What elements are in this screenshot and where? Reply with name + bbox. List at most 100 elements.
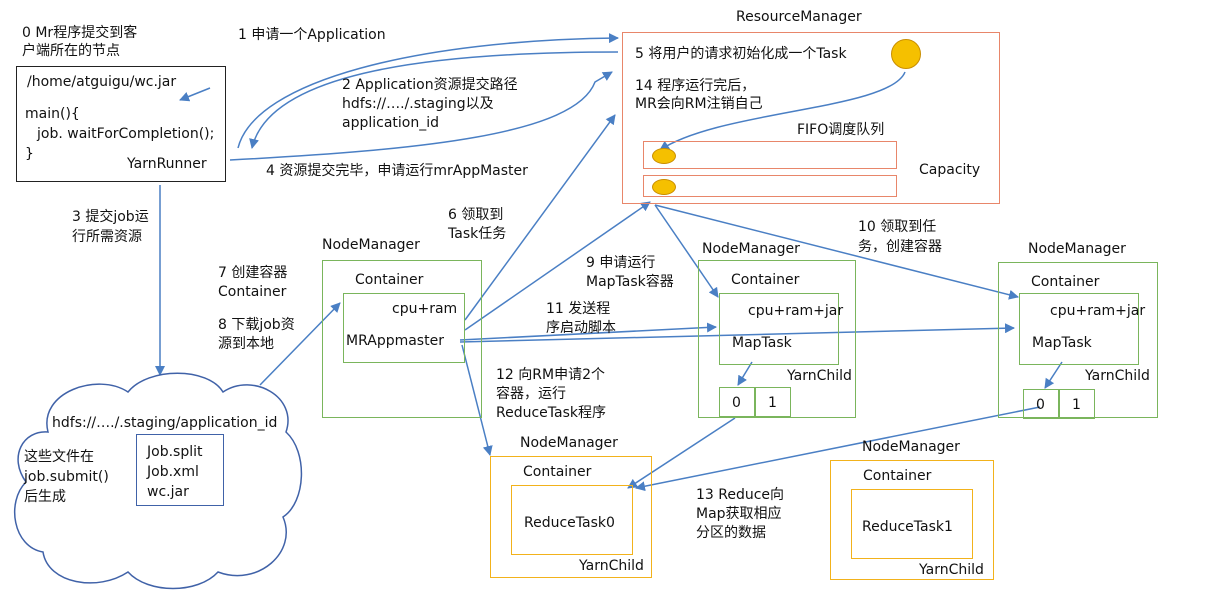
nodemanager-reduce0-title: NodeManager <box>520 435 618 451</box>
resource-cpu-ram-jar: cpu+ram+jar <box>748 303 844 319</box>
nodemanager-map1-title: NodeManager <box>702 241 800 257</box>
nodemanager-reduce0-box: Container ReduceTask0 YarnChild <box>490 456 652 578</box>
arrow-map1-partition <box>737 361 753 386</box>
resource-cpu-ram-jar: cpu+ram+jar <box>1050 303 1146 319</box>
client-title-line2: 户端所在的节点 <box>22 43 120 59</box>
code-wait-for-completion: job. waitForCompletion(); <box>37 126 215 142</box>
yarn-child-label: YarnChild <box>579 558 644 574</box>
partition-0: 0 <box>1023 389 1059 419</box>
partition-1: 1 <box>1059 389 1095 419</box>
nodemanager-app-box: Container cpu+ram MRAppmaster <box>322 260 482 418</box>
arrow-step11-map2 <box>459 323 1015 343</box>
hdfs-staging-path: hdfs://…./.staging/application_id <box>52 415 278 431</box>
step13-line3: 分区的数据 <box>696 525 766 541</box>
resource-manager-box: 5 将用户的请求初始化成一个Task 14 程序运行完后， MR会向RM注销自己… <box>622 32 1000 204</box>
step4-label: 4 资源提交完毕，申请运行mrAppMaster <box>266 163 528 179</box>
arrow-map2-partition <box>1044 361 1063 389</box>
arrow-step7 <box>259 302 341 386</box>
nodemanager-app-title: NodeManager <box>322 237 420 253</box>
file-wc-jar: wc.jar <box>147 484 189 500</box>
step10-line2: 务，创建容器 <box>858 239 942 255</box>
step13-line1: 13 Reduce向 <box>696 487 785 503</box>
partition-0-label: 0 <box>732 395 741 411</box>
partition-0-label: 0 <box>1036 397 1045 413</box>
arrow-step9 <box>464 201 651 331</box>
file-job-xml: Job.xml <box>147 464 199 480</box>
step7-line2: Container <box>218 284 287 300</box>
step10-line1: 10 领取到任 <box>858 219 937 235</box>
step2-line2: hdfs://…./.staging以及 <box>342 96 494 112</box>
partition-1-label: 1 <box>768 395 777 411</box>
arrow-step10-map2 <box>654 204 1019 300</box>
step3-line2: 行所需资源 <box>72 229 142 245</box>
code-main: main(){ <box>25 106 80 122</box>
step13-line2: Map获取相应 <box>696 506 782 522</box>
step11-line1: 11 发送程 <box>546 301 611 317</box>
step6-line1: 6 领取到 <box>448 207 504 223</box>
container-label: Container <box>355 272 424 288</box>
client-title-line1: 0 Mr程序提交到客 <box>22 25 138 41</box>
container-label: Container <box>731 272 800 288</box>
step9-line2: MapTask容器 <box>586 274 674 290</box>
client-code-box: /home/atguigu/wc.jar main(){ job. waitFo… <box>16 66 226 182</box>
step14-line2: MR会向RM注销自己 <box>635 96 763 112</box>
nodemanager-reduce1-title: NodeManager <box>862 439 960 455</box>
arrow-yarnrunner-jar <box>179 87 211 102</box>
step3-line1: 3 提交job运 <box>72 209 149 225</box>
arrow-step12 <box>461 344 493 456</box>
partition-1: 1 <box>755 387 791 417</box>
yarn-child-label: YarnChild <box>1085 368 1150 384</box>
arrow-step10-map1 <box>654 204 719 298</box>
arrow-step2 <box>249 51 619 149</box>
fifo-queue-slot-1 <box>643 141 897 169</box>
reduce-task-1: ReduceTask1 <box>862 519 953 535</box>
arrow-step4 <box>229 71 613 161</box>
container-reduce1-box: ReduceTask1 <box>851 489 973 559</box>
arrow-step13-from-map2 <box>635 406 1041 492</box>
fifo-queue-label: FIFO调度队列 <box>797 122 885 138</box>
step12-line2: 容器，运行 <box>496 386 566 402</box>
nodemanager-reduce1-box: Container ReduceTask1 YarnChild <box>830 460 994 580</box>
file-job-split: Job.split <box>147 444 203 460</box>
hdfs-note-line2: job.submit() <box>24 469 109 485</box>
reduce-task-0: ReduceTask0 <box>524 515 615 531</box>
map-task: MapTask <box>732 335 792 351</box>
map-task: MapTask <box>1032 335 1092 351</box>
hdfs-note-line3: 后生成 <box>24 489 66 505</box>
task-dot-queued-1 <box>652 148 676 164</box>
step2-line3: application_id <box>342 115 440 131</box>
partition-1-label: 1 <box>1072 397 1081 413</box>
resource-cpu-ram: cpu+ram <box>392 301 458 317</box>
container-map1-box: cpu+ram+jar MapTask <box>719 293 843 365</box>
nodemanager-map2-title: NodeManager <box>1028 241 1126 257</box>
step12-line1: 12 向RM申请2个 <box>496 367 605 383</box>
arrow-step13-from-map1 <box>627 417 736 489</box>
hdfs-note-line1: 这些文件在 <box>24 449 94 465</box>
container-reduce0-box: ReduceTask0 <box>511 485 633 555</box>
step9-line1: 9 申请运行 <box>586 255 656 271</box>
container-label: Container <box>523 464 592 480</box>
arrow-step6 <box>464 114 616 321</box>
step14-line1: 14 程序运行完后， <box>635 78 756 94</box>
container-map2-box: cpu+ram+jar MapTask <box>1019 293 1145 365</box>
step7-line1: 7 创建容器 <box>218 265 288 281</box>
arrow-step14 <box>659 71 906 151</box>
arrow-step11-map1 <box>459 322 717 341</box>
step8-line2: 源到本地 <box>218 336 274 352</box>
resource-manager-title: ResourceManager <box>736 9 862 25</box>
yarn-child-label: YarnChild <box>787 368 852 384</box>
yarn-child-label: YarnChild <box>919 562 984 578</box>
hdfs-files-box: Job.split Job.xml wc.jar <box>136 434 224 506</box>
mr-appmaster: MRAppmaster <box>346 333 444 349</box>
step2-line1: 2 Application资源提交路径 <box>342 77 518 93</box>
nodemanager-map2-box: Container cpu+ram+jar MapTask YarnChild … <box>998 262 1158 419</box>
step12-line3: ReduceTask程序 <box>496 405 606 421</box>
container-label: Container <box>863 468 932 484</box>
task-dot-new <box>891 39 921 69</box>
hdfs-cloud-shape <box>13 372 303 590</box>
task-dot-queued-2 <box>652 179 676 195</box>
step1-label: 1 申请一个Application <box>238 27 386 43</box>
container-app-box: cpu+ram MRAppmaster <box>343 293 465 363</box>
partition-0: 0 <box>719 387 755 417</box>
